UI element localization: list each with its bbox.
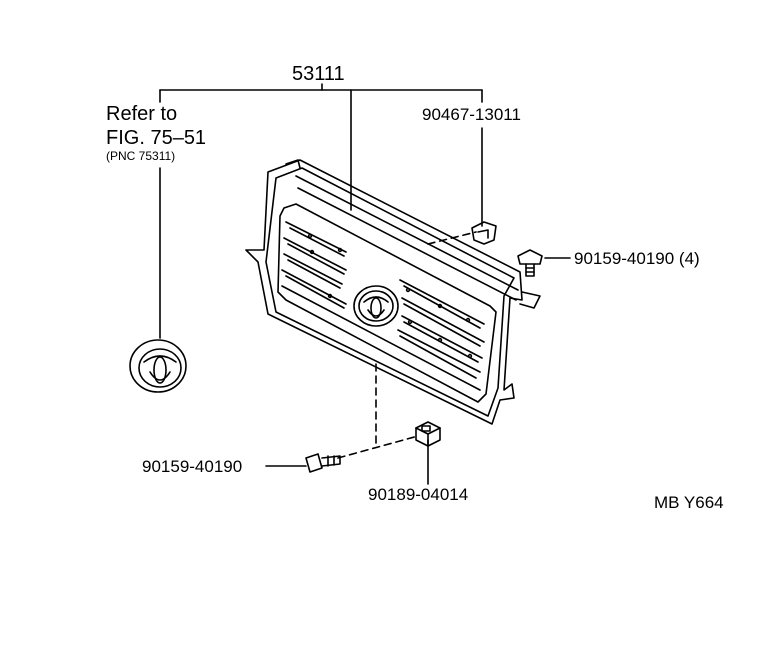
- label-90159-40190-right: 90159-40190 (4): [574, 249, 700, 268]
- leader-53111: [159, 83, 483, 211]
- label-refer-to: Refer to: [106, 103, 178, 125]
- label-90189-04014: 90189-04014: [368, 485, 469, 504]
- screw-90159-40190-right: [517, 249, 543, 277]
- label-fig-reference: FIG. 75–51: [106, 127, 207, 149]
- radiator-grille-53111: [245, 159, 541, 425]
- label-53111: 53111: [292, 63, 345, 85]
- nut-90189-04014: [415, 421, 441, 447]
- emblem-75311: [129, 339, 187, 393]
- label-90467-13011: 90467-13011: [422, 105, 521, 124]
- diagram-code: MB Y664: [654, 493, 724, 512]
- clip-90467-13011: [471, 221, 497, 245]
- label-pnc-reference: (PNC 75311): [106, 149, 176, 163]
- label-90159-40190-left: 90159-40190: [142, 457, 243, 476]
- screw-90159-40190-left: [305, 453, 341, 473]
- assembly-dashes: [337, 231, 477, 459]
